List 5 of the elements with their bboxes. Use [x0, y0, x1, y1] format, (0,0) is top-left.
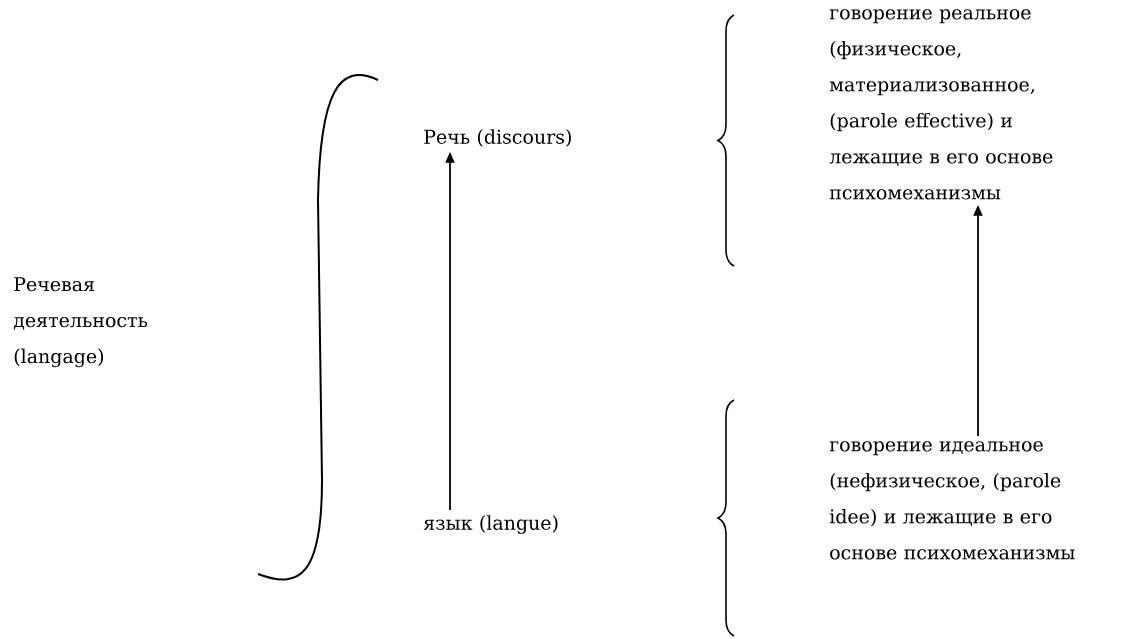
text-label: говорение идеальное (нефизическое, (parole idee) и лежащие в его основе психомеханизмы: [829, 441, 1075, 560]
text-label: Речевая деятельность (langage): [13, 277, 148, 368]
text-label: говорение реальное (физическое, материализованное, (parole effective) и лежащие в его основе психомеханизмы: [829, 9, 1053, 200]
text-label: Речь (discours): [424, 129, 571, 147]
text-label: язык (langue): [423, 515, 558, 534]
